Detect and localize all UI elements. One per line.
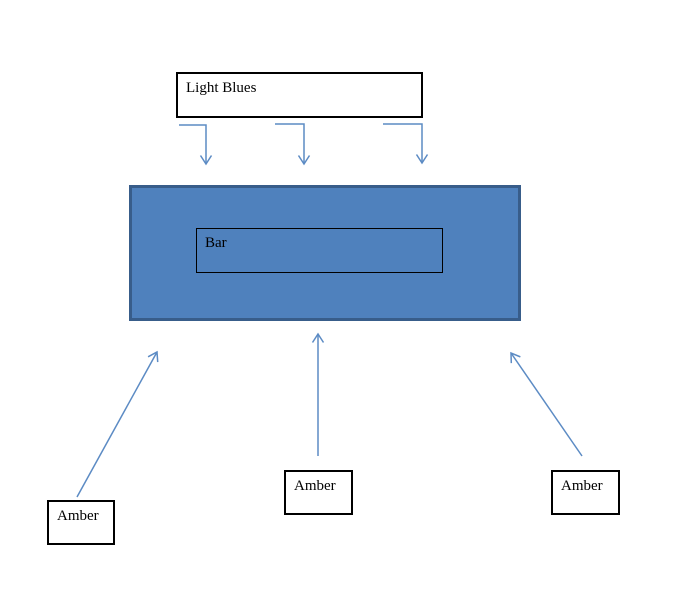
down-elbow-connector-left-icon [179, 124, 213, 166]
main-blue-rectangle [129, 185, 521, 321]
amber-label-middle: Amber [294, 478, 336, 494]
light-blues-box: Light Blues [176, 72, 423, 118]
down-elbow-connector-right-icon [383, 123, 429, 165]
amber-label-right: Amber [561, 478, 603, 494]
amber-box-middle: Amber [284, 470, 353, 515]
light-blues-label: Light Blues [186, 80, 257, 96]
up-arrow-right-icon [510, 351, 583, 457]
down-elbow-connector-middle-icon [275, 123, 311, 166]
amber-box-left: Amber [47, 500, 115, 545]
up-arrow-left-icon [76, 350, 159, 498]
bar-box: Bar [196, 228, 443, 273]
amber-label-left: Amber [57, 508, 99, 524]
amber-box-right: Amber [551, 470, 620, 515]
bar-label: Bar [205, 235, 227, 251]
